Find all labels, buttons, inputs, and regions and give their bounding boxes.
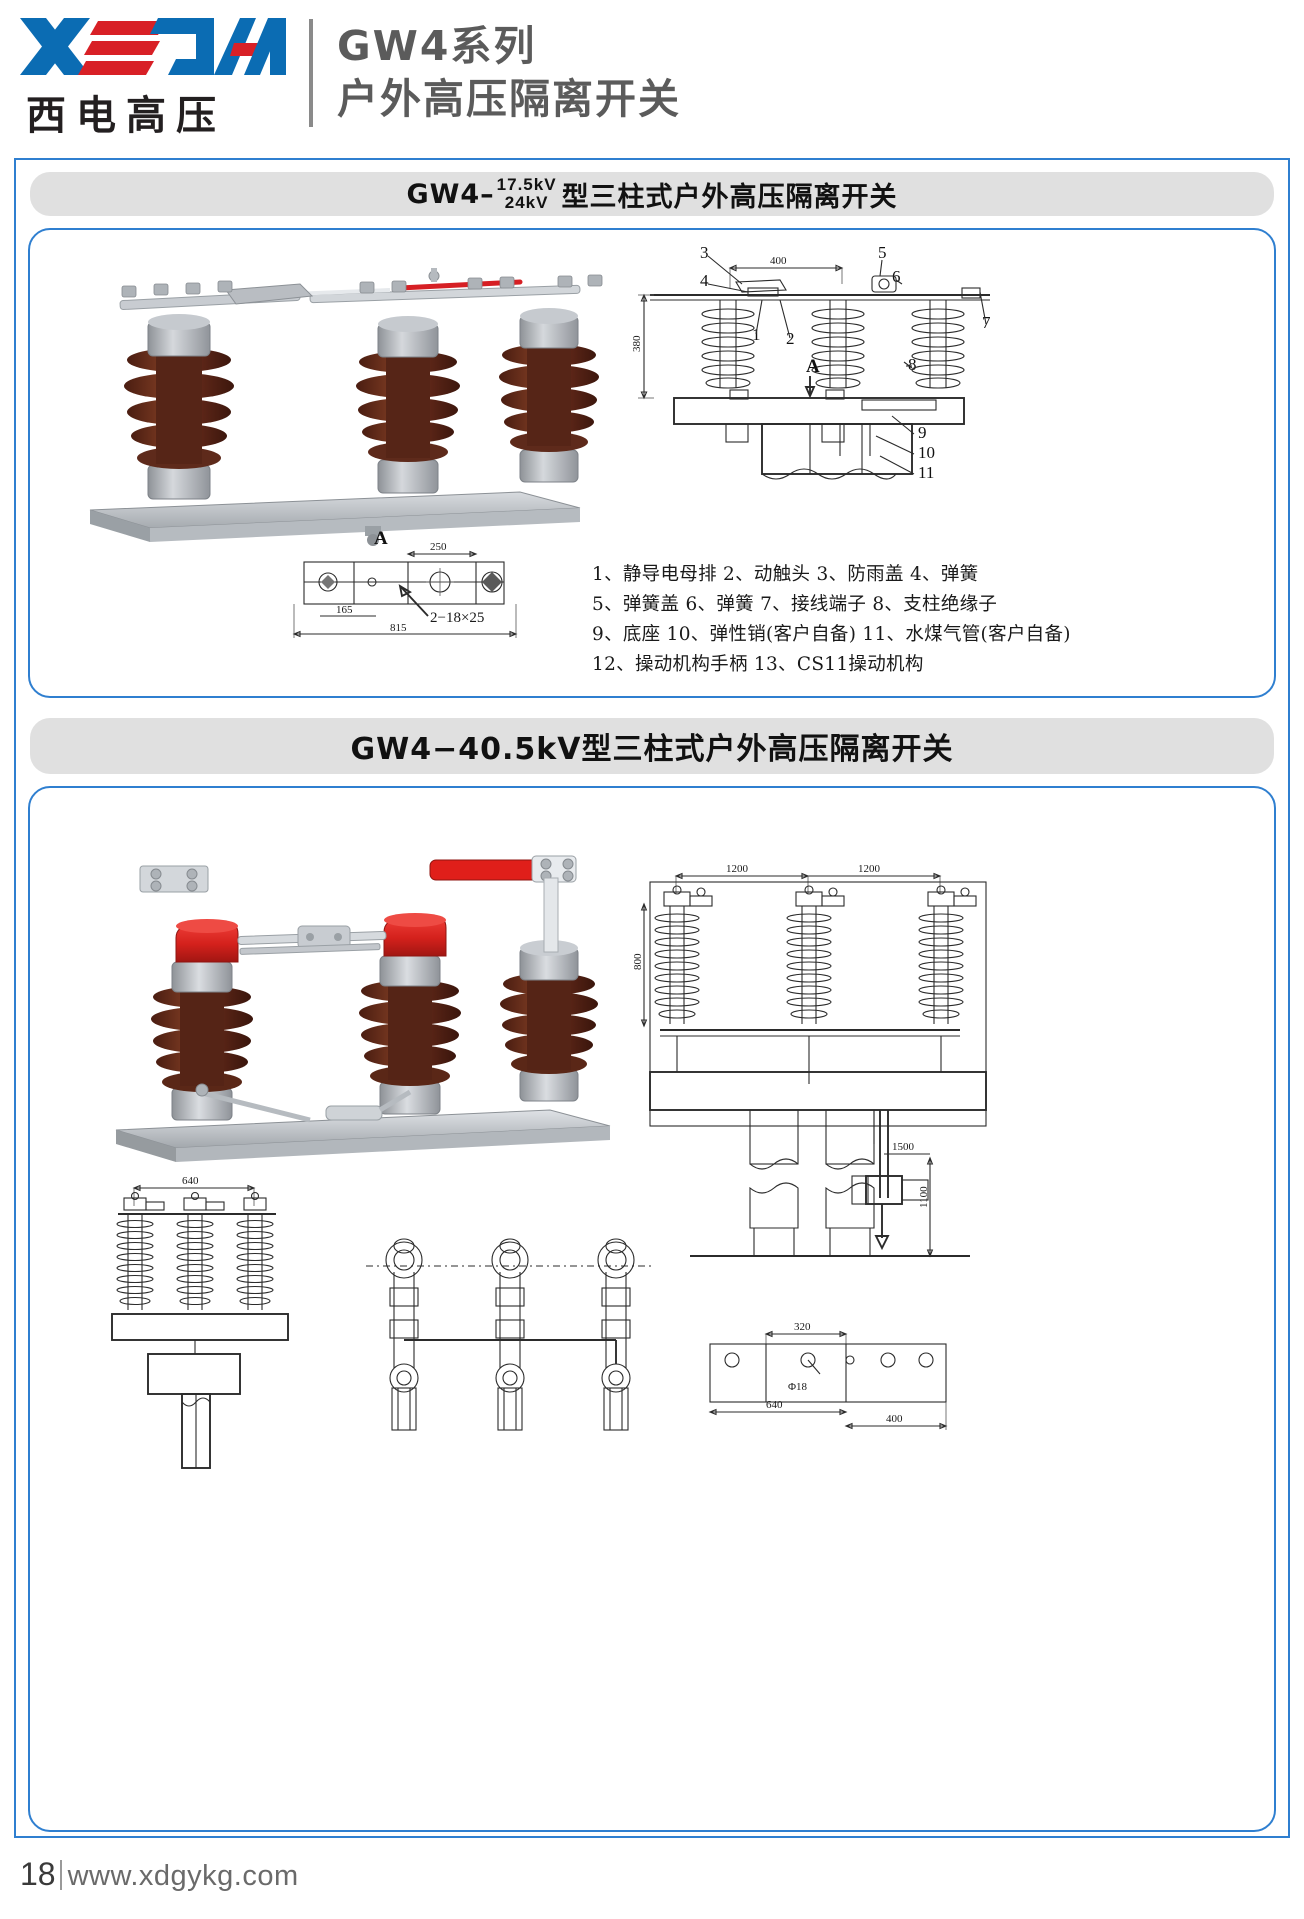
- dim-320: 320: [794, 1321, 811, 1333]
- section1-panel: 3 4 5 6 7 1 2 8 9 10 11 400: [28, 228, 1276, 698]
- section2-banner: GW4−40.5kV型三柱式户外高压隔离开关: [30, 718, 1274, 774]
- dim-span-left: 1200: [726, 863, 749, 875]
- section2-title: GW4−40.5kV型三柱式户外高压隔离开关: [350, 732, 954, 767]
- legend-line-4: 12、操动机构手柄 13、CS11操动机构: [592, 653, 924, 675]
- callout-10: 10: [918, 443, 935, 462]
- section1-title-suffix: 型三柱式户外高压隔离开关: [561, 181, 898, 213]
- header-title-line2: 户外高压隔离开关: [337, 74, 681, 123]
- legend-line-3: 9、底座 10、弹性销(客户自备) 11、水煤气管(客户自备): [592, 623, 1071, 645]
- page-footer: 18 www.xdgykg.com: [20, 1856, 299, 1893]
- company-logo: 西电高压: [18, 5, 303, 140]
- contact-unit-3: [597, 1238, 635, 1431]
- insulator-left-405: [151, 919, 253, 1121]
- callout-6: 6: [892, 267, 901, 286]
- page-header: 西电高压 GW4系列 户外高压隔离开关: [0, 0, 1304, 145]
- plan-view-label-A: A: [374, 530, 388, 549]
- section1-kv-stack: 17.5kV 24kV: [497, 176, 557, 212]
- xedan-logo-mark: [20, 18, 286, 75]
- callout-5: 5: [878, 243, 887, 262]
- mounting-holes: [318, 568, 503, 596]
- dim-815: 815: [390, 622, 407, 634]
- insulator-middle: [356, 316, 460, 494]
- contact-unit-2: [491, 1238, 529, 1431]
- dim-250: 250: [430, 541, 447, 553]
- page-number: 18: [20, 1856, 56, 1892]
- legend-line-1: 1、静导电母排 2、动触头 3、防雨盖 4、弹簧: [592, 564, 979, 585]
- dim-1500: 1500: [892, 1141, 915, 1153]
- elevation-drawing-gw4-24kv: 3 4 5 6 7 1 2 8 9 10 11 400: [631, 243, 991, 482]
- dim-height-left: 380: [631, 335, 643, 352]
- dim-span-right: 1200: [858, 863, 881, 875]
- callout-1: 1: [752, 325, 761, 344]
- dim-400: 400: [770, 255, 787, 267]
- footer-divider: [59, 1859, 62, 1890]
- dim-hole-dia: Φ18: [788, 1381, 808, 1393]
- section1-title-prefix: GW4–: [406, 178, 495, 210]
- dim-hole-spec: 2−18×25: [430, 610, 484, 626]
- dim-400-base: 400: [886, 1413, 903, 1425]
- dim-640-base: 640: [766, 1399, 783, 1411]
- callout-3: 3: [700, 243, 709, 262]
- dim-165: 165: [336, 604, 353, 616]
- section1-banner: GW4– 17.5kV 24kV 型三柱式户外高压隔离开关: [30, 172, 1274, 216]
- dim-640-top: 640: [182, 1175, 199, 1187]
- content-frame: [14, 158, 1290, 1838]
- section2-panel: 1200 1200 800: [28, 786, 1276, 1832]
- header-title-line1: GW4系列: [337, 22, 537, 71]
- section1-kv-top: 17.5kV: [496, 175, 557, 195]
- section1-kv-bottom: 24kV: [504, 193, 549, 212]
- callout-8: 8: [908, 355, 917, 374]
- contact-detail-drawings: [366, 1238, 654, 1431]
- contact-unit-1: [385, 1238, 423, 1431]
- top-fittings: [663, 885, 977, 907]
- dim-height-800: 800: [632, 953, 644, 970]
- columns-405: [654, 906, 964, 1024]
- insulator-middle-405: [359, 913, 461, 1115]
- footer-url: www.xdgykg.com: [67, 1860, 299, 1892]
- base-plate-holes: [724, 1352, 934, 1368]
- callout-7: 7: [982, 313, 991, 332]
- drawing-640-elevation: 640: [111, 1175, 289, 1469]
- header-title-block: GW4系列 户外高压隔离开关: [337, 8, 681, 138]
- logo-chinese-name: 西电高压: [26, 93, 226, 139]
- legend-line-2: 5、弹簧盖 6、弹簧 7、接线端子 8、支柱绝缘子: [592, 593, 998, 615]
- dim-1100: 1100: [918, 1186, 930, 1208]
- product-photo-gw4-405kv: [115, 855, 611, 1162]
- insulator-columns: [701, 300, 965, 389]
- elevation-drawing-gw4-405kv: 1200 1200 800: [632, 863, 987, 1258]
- component-legend: 1、静导电母排 2、动触头 3、防雨盖 4、弹簧 5、弹簧盖 6、弹簧 7、接线…: [592, 560, 1071, 680]
- insulator-right-405: [500, 940, 598, 1102]
- insulator-right: [499, 308, 599, 483]
- plan-view-A: A 250: [292, 530, 518, 638]
- small-columns: [116, 1214, 274, 1310]
- product-photo-gw4-24kv: [89, 268, 603, 546]
- section-arrow-label-A: A: [806, 356, 820, 377]
- section1-title: GW4– 17.5kV 24kV 型三柱式户外高压隔离开关: [406, 175, 897, 214]
- callout-9: 9: [918, 423, 927, 442]
- callout-11: 11: [918, 463, 934, 482]
- callout-4: 4: [700, 271, 709, 290]
- header-divider: [309, 18, 313, 127]
- callout-2: 2: [786, 329, 795, 348]
- insulator-left: [124, 314, 234, 500]
- base-plate-plan: 320 Φ18 640: [708, 1321, 948, 1430]
